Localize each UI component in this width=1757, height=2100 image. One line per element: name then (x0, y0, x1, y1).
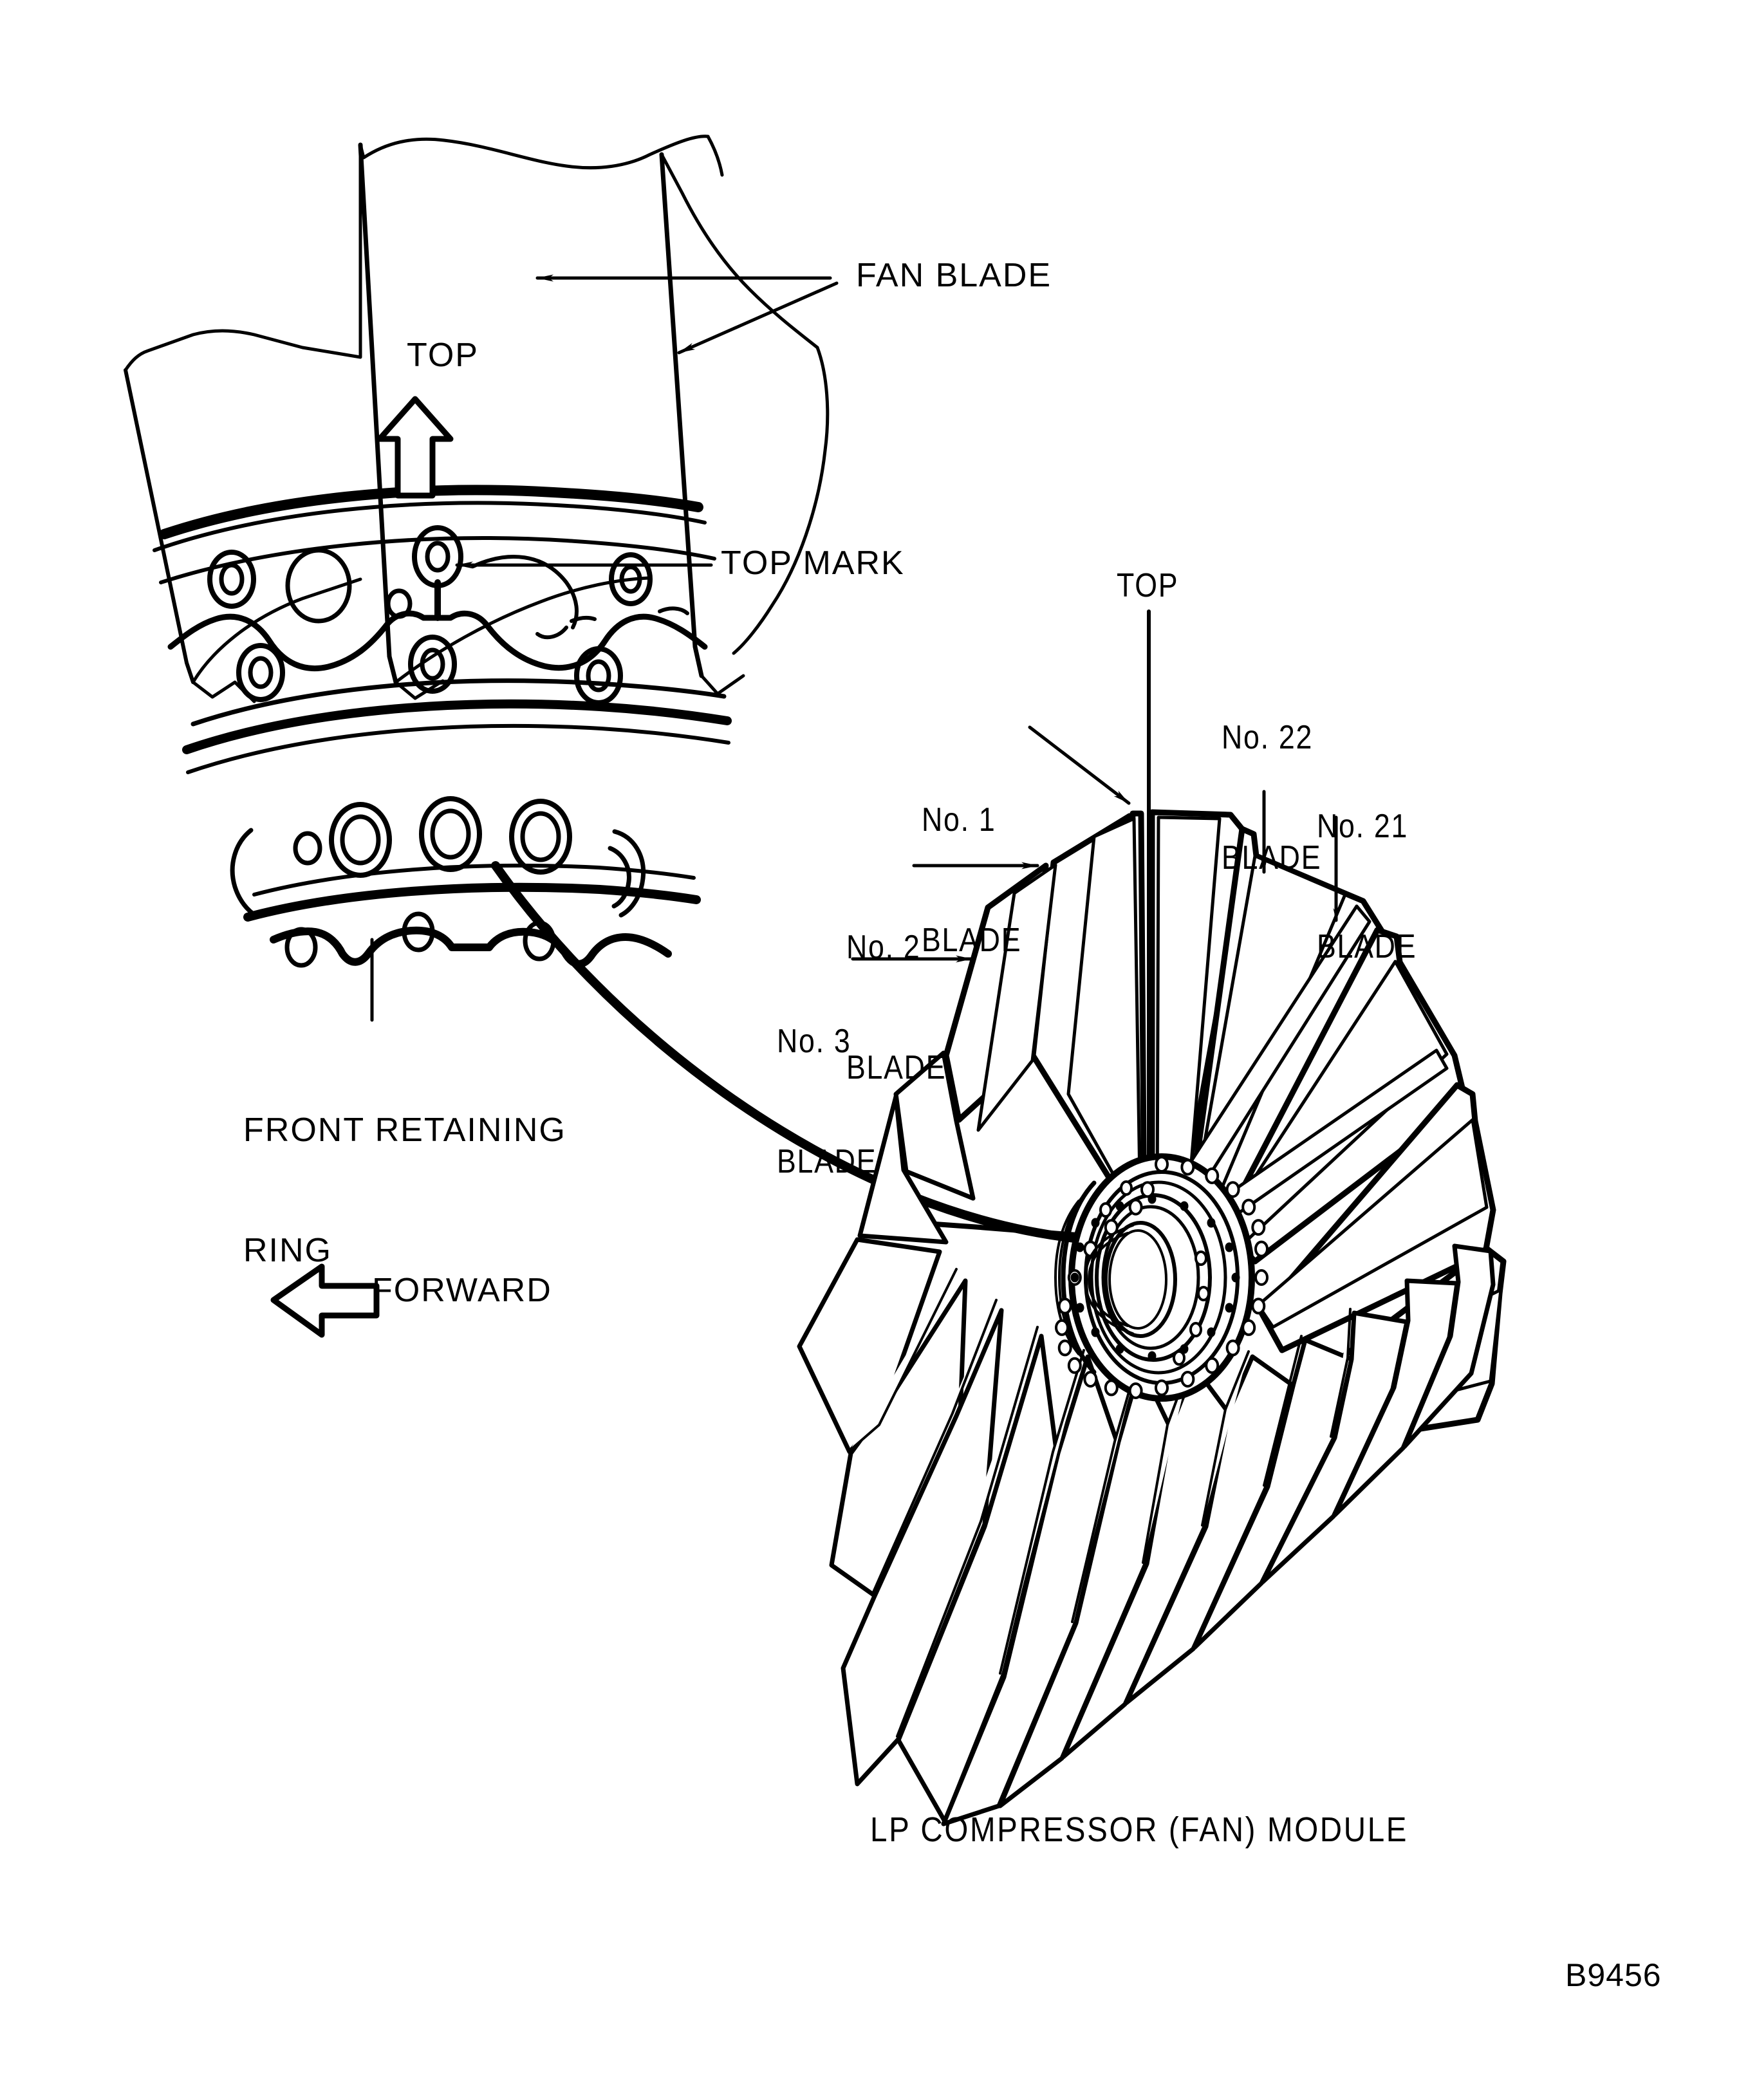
forward-block-arrow (270, 1263, 380, 1338)
detail-disk-rings (153, 485, 732, 968)
blade-lower-inner-c (896, 1326, 1039, 1738)
blade-2-line-2: BLADE (846, 1048, 947, 1086)
blade-3-line-1: No. 3 (777, 1022, 851, 1060)
front-retaining-ring-line-1: FRONT RETAINING (243, 1111, 566, 1149)
top-label-detail: TOP (407, 337, 479, 374)
detail-leaders (369, 274, 839, 1022)
detail-fan-blades (124, 135, 830, 703)
blade-lower-inner-g (1201, 1350, 1250, 1527)
blade-lower-inner-i (1330, 1308, 1352, 1438)
top-label-module: TOP (1117, 567, 1179, 604)
blade-1-leader (1028, 725, 1131, 805)
blade-1-label: No. 1 BLADE (922, 720, 1021, 1041)
front-retaining-ring-line-2: RING (243, 1231, 332, 1269)
blade-left-5 (857, 1094, 949, 1245)
blade-lower-inner-b (871, 1299, 998, 1595)
blade-lower-inner-a (848, 1268, 958, 1452)
hub-bolt-circle-inner (1070, 1194, 1240, 1361)
hub-spline-ring (1084, 1224, 1134, 1335)
blade-3-line-2: BLADE (777, 1142, 877, 1180)
forward-label: FORWARD (372, 1272, 552, 1309)
figure-caption: LP COMPRESSOR (FAN) MODULE (870, 1810, 1409, 1849)
blade-inner-b (976, 863, 1057, 1132)
blade-lower-12 (1402, 1243, 1496, 1449)
blade-21-line-1: No. 21 (1317, 807, 1409, 845)
module-leaders (851, 725, 1339, 963)
blade-inner-r4 (1256, 1118, 1489, 1329)
fan-blade-label: FAN BLADE (856, 257, 1052, 294)
blade-left-4 (893, 1050, 976, 1201)
blade-21-label: No. 21 BLADE (1317, 726, 1417, 1047)
blade-2-label: No. 2 BLADE (846, 847, 946, 1168)
fan-blade-leader-lower (677, 281, 839, 355)
hub-bolt-circle-outer (1055, 1156, 1269, 1399)
blade-lower-inner-h (1263, 1335, 1303, 1487)
blade-2-line-1: No. 2 (846, 928, 921, 966)
blade-21-line-2: BLADE (1317, 927, 1417, 965)
blade-22-line-2: BLADE (1222, 839, 1322, 877)
blade-1-line-2: BLADE (922, 921, 1022, 959)
blade-lower-inner-d (999, 1349, 1085, 1675)
figure-id: B9456 (1565, 1957, 1662, 1993)
blade-1-line-1: No. 1 (922, 801, 996, 839)
top-block-arrow-detail (376, 396, 454, 499)
front-retaining-ring-label: FRONT RETAINING RING (243, 1030, 566, 1351)
blade-22-label: No. 22 BLADE (1222, 637, 1321, 958)
blade-3-label: No. 3 BLADE (777, 941, 877, 1262)
top-mark-label: TOP MARK (721, 544, 905, 582)
blade-22-line-1: No. 22 (1222, 718, 1314, 756)
fan-blades-group (797, 809, 1507, 1826)
